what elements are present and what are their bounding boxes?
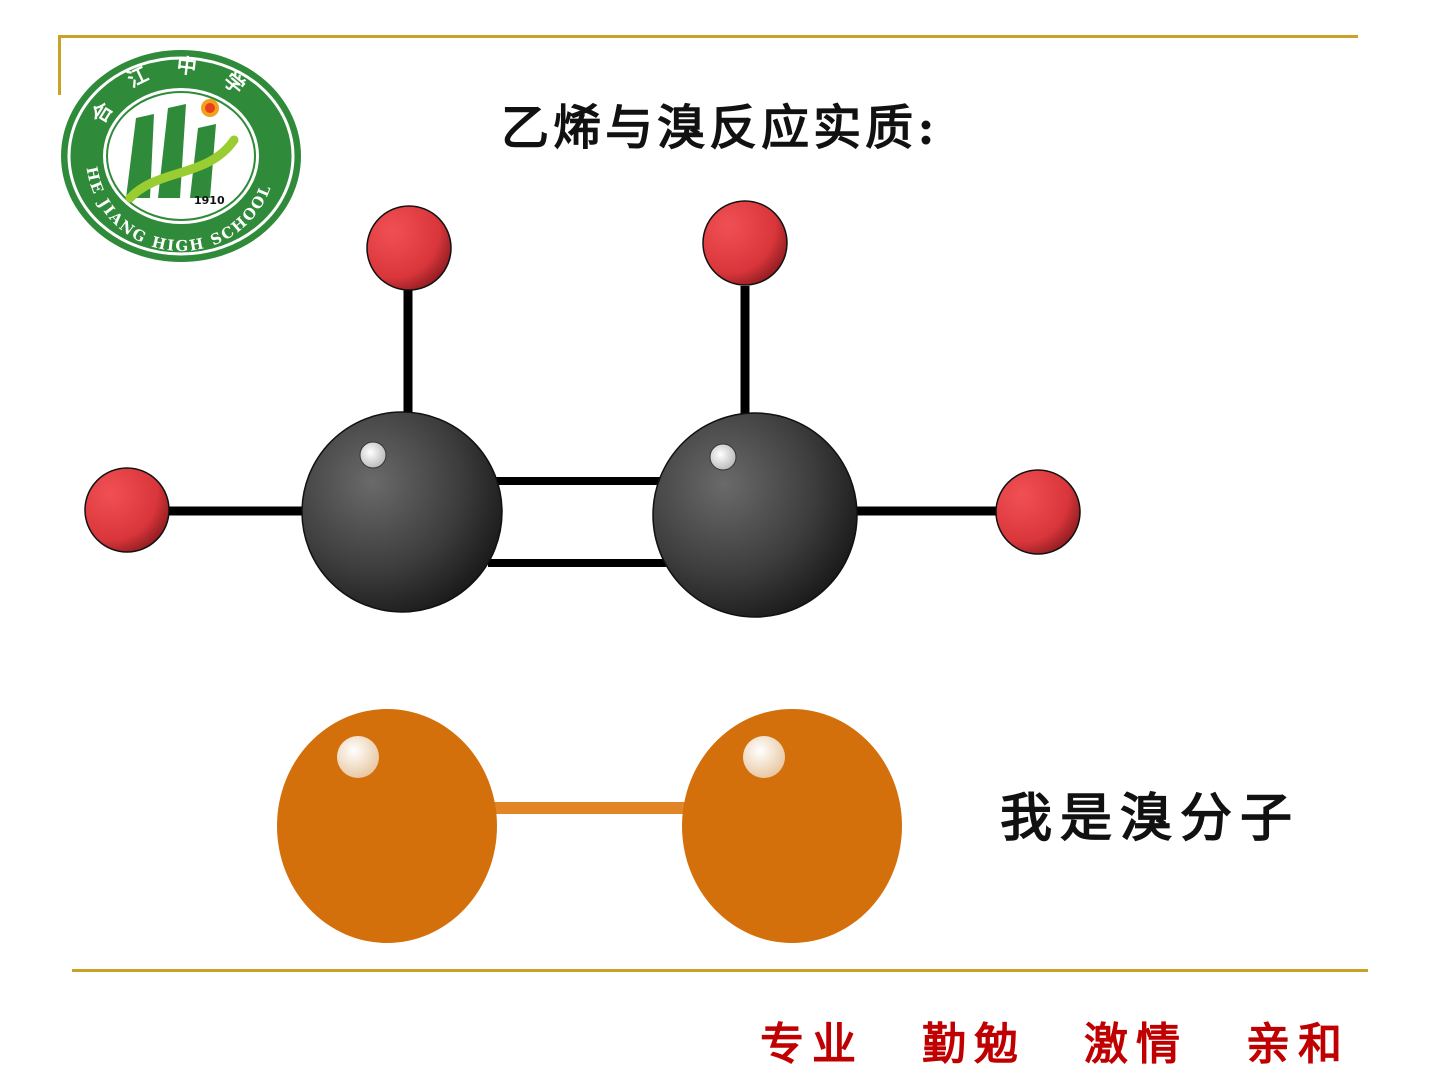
highlight (743, 736, 785, 778)
highlight (337, 736, 379, 778)
carbon-atom (301, 411, 503, 613)
slide-title: 乙烯与溴反应实质: (501, 100, 939, 156)
logo-year: 1910 (194, 194, 225, 207)
carbon-atom (652, 412, 858, 618)
bromine-atom (682, 709, 902, 943)
ethylene-model (84, 200, 1081, 618)
motto-item: 勤勉 (922, 1019, 1026, 1070)
hydrogen-atom (366, 205, 452, 291)
hydrogen-atom (702, 200, 788, 286)
top-rule (58, 35, 1358, 38)
motto-item: 亲和 (1246, 1019, 1350, 1070)
school-motto: 专业 勤勉 激情 亲和 (760, 1008, 1350, 1072)
hydrogen-atom (995, 469, 1081, 555)
bottom-rule (72, 969, 1368, 972)
highlight (359, 441, 387, 469)
motto-item: 专业 (760, 1019, 864, 1070)
left-rule (58, 35, 61, 95)
hydrogen-atom (84, 467, 170, 553)
highlight (709, 443, 737, 471)
bromine-label: 我是溴分子 (1000, 788, 1301, 849)
school-logo: 合 江 中 学 HE JIANG HIGH SCHOOL 1910 (61, 50, 301, 262)
bromine-atom (277, 709, 497, 943)
bromine-model (277, 709, 902, 943)
motto-item: 激情 (1084, 1019, 1188, 1070)
